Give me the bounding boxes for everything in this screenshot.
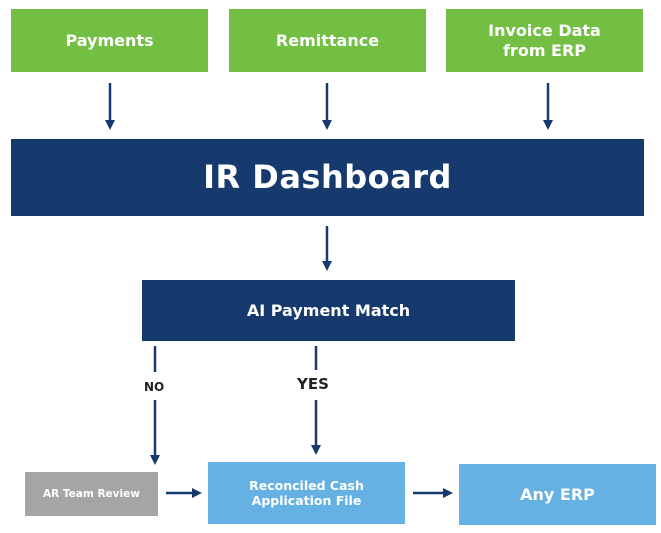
remittance-label: Remittance [275,30,380,50]
ai-payment-match-label: AI Payment Match [246,300,411,320]
reconciled-cash-label-line2: Application File [251,493,362,508]
any-erp-label: Any ERP [520,484,595,504]
reconciled-cash-label-line1: Reconciled Cash [249,478,364,493]
ar-team-review-box: AR Team Review [25,472,158,516]
invoice-data-label-line2: from ERP [502,40,587,60]
payments-label: Payments [65,30,154,50]
yes-branch-label: YES [297,375,329,393]
ir-dashboard-box: IR Dashboard [11,139,644,216]
payments-box: Payments [11,9,208,72]
remittance-box: Remittance [229,9,426,72]
ir-dashboard-title: IR Dashboard [203,158,452,197]
invoice-data-box: Invoice Data from ERP [446,9,643,72]
reconciled-cash-box: Reconciled Cash Application File [208,462,405,524]
any-erp-box: Any ERP [459,464,656,525]
ar-team-review-label: AR Team Review [43,487,140,500]
ai-payment-match-box: AI Payment Match [142,280,515,341]
no-branch-label: NO [144,380,165,394]
invoice-data-label-line1: Invoice Data [488,21,601,41]
